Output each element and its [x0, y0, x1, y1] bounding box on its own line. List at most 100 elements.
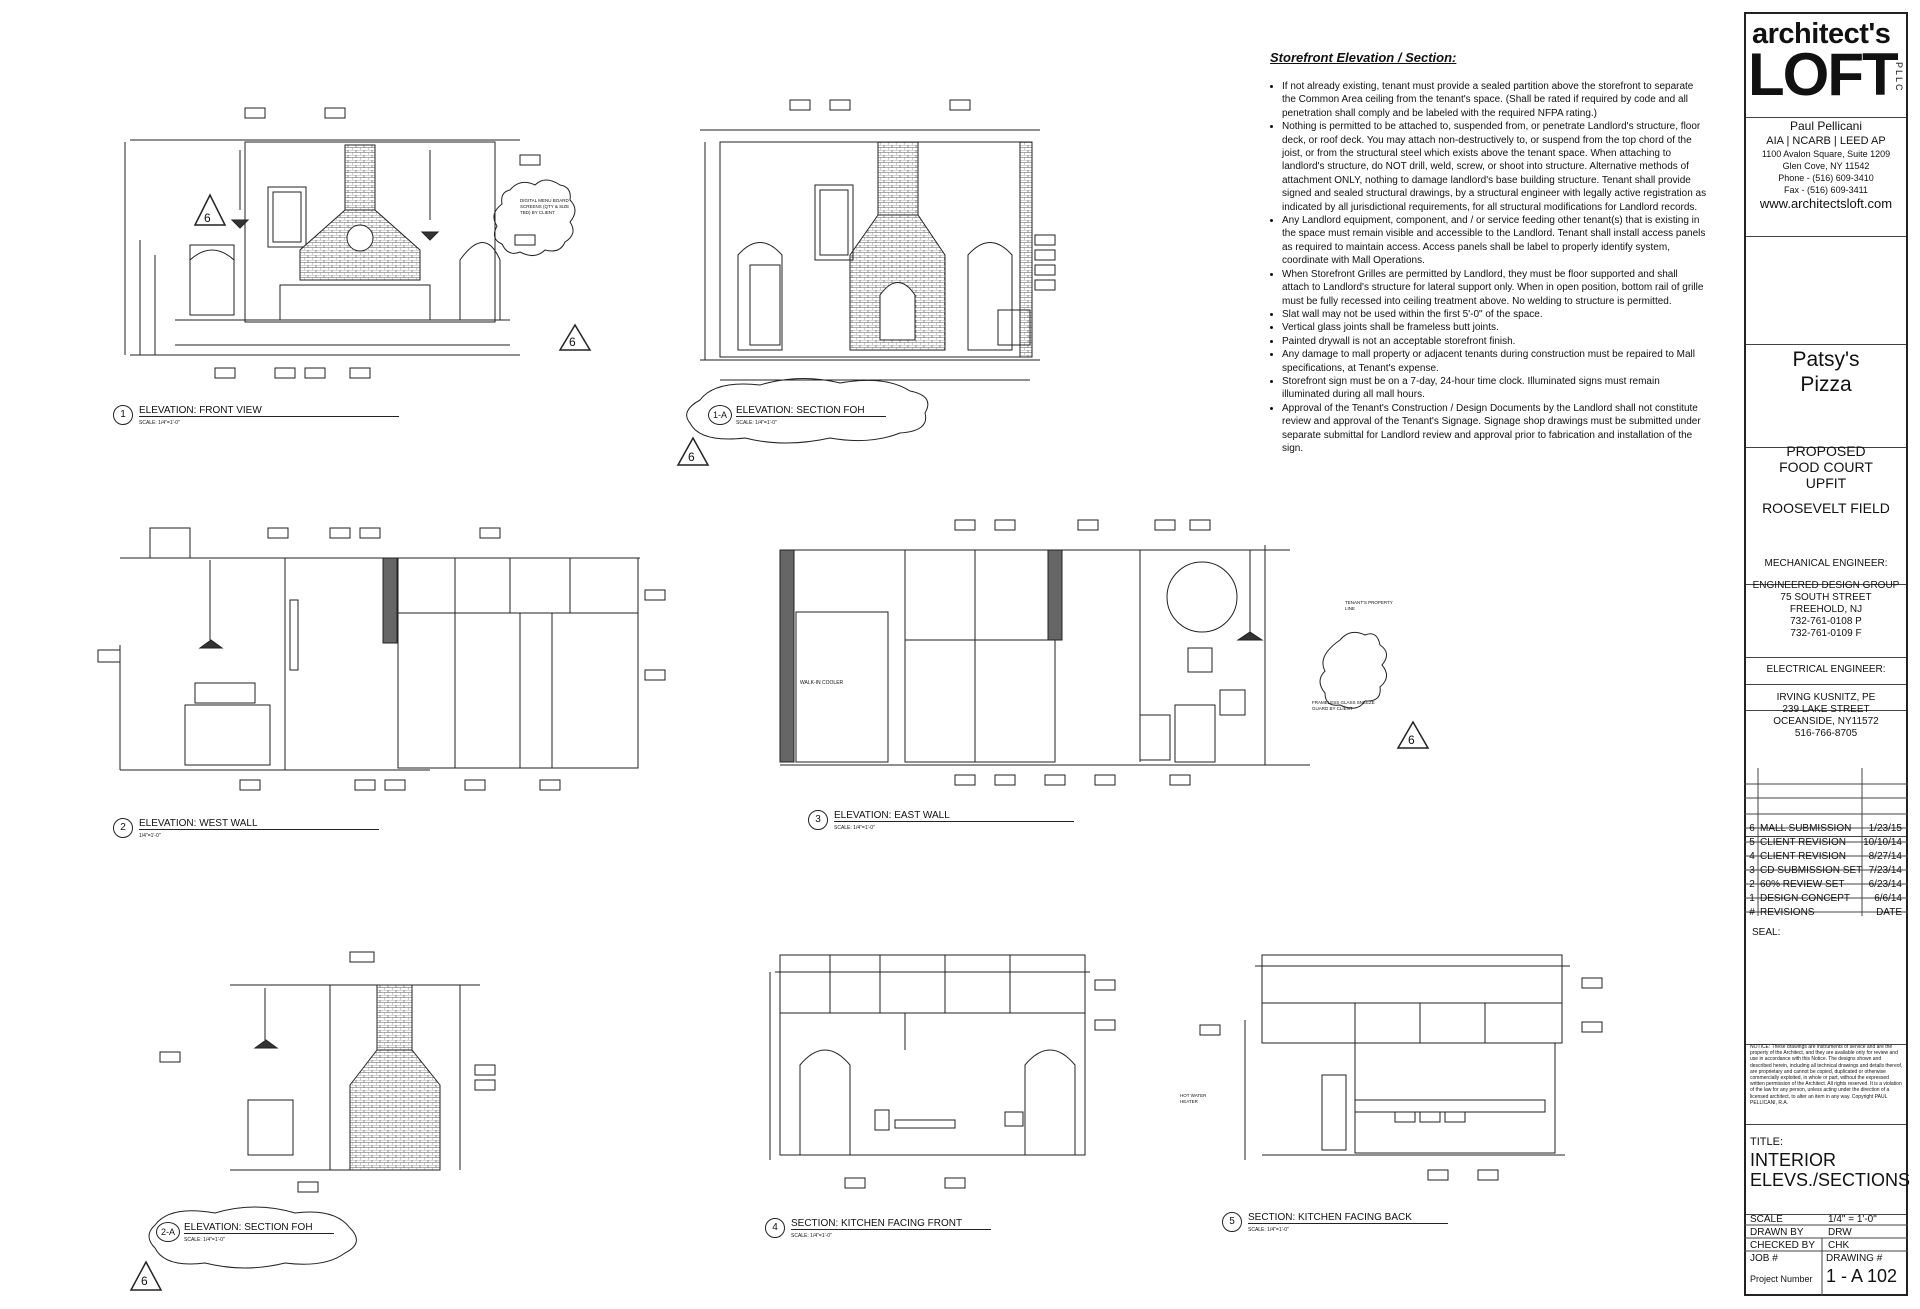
drawn-by-label: DRAWN BY	[1750, 1227, 1804, 1238]
elec-engineer-name: IRVING KUSNITZ, PE	[1776, 692, 1876, 703]
revision-tag: 6	[569, 335, 576, 349]
logo-pllc: PLLC	[1894, 62, 1904, 93]
note-item: Storefront sign must be on a 7-day, 24-h…	[1282, 375, 1707, 402]
architect-credentials: AIA | NCARB | LEED AP	[1766, 135, 1886, 147]
drawing-number-bubble: 2	[113, 818, 133, 838]
project-location: ROOSEVELT FIELD	[1762, 500, 1890, 516]
mech-engineer-address-2: FREEHOLD, NJ	[1789, 604, 1863, 615]
project-desc-1: PROPOSED	[1786, 443, 1866, 459]
walk-in-cooler-note: WALK-IN COOLER	[800, 680, 844, 686]
storefront-notes-list: If not already existing, tenant must pro…	[1268, 80, 1707, 455]
drawing-title: SECTION: KITCHEN FACING FRONT	[791, 1218, 991, 1230]
elec-engineer-address-2: OCEANSIDE, NY11572	[1773, 716, 1879, 727]
project-name-line-1: Patsy's	[1792, 348, 1860, 371]
drawing-5-linework	[1199, 954, 1603, 1181]
title-block	[1744, 12, 1908, 1296]
drawing-scale: 1/4"=1'-0"	[139, 833, 161, 839]
copyright-notice: NOTICE: These drawings are instruments o…	[1750, 1044, 1903, 1106]
architect-website: www.architectsloft.com	[1759, 196, 1893, 211]
elec-engineer-phone: 516-766-8705	[1794, 728, 1858, 739]
sneeze-guard-note: FRAMELESS GLASS SNEEZE GUARD BY CLIENT	[1312, 700, 1375, 711]
drawing-1-linework	[124, 107, 592, 379]
project-name-line-2: Pizza	[1800, 373, 1852, 396]
drawing-title: ELEVATION: EAST WALL	[834, 810, 1074, 822]
mech-engineer-phone: 732-761-0108 P	[1790, 616, 1862, 627]
note-item: Vertical glass joints shall be frameless…	[1282, 321, 1707, 334]
sheet-info-grid	[1744, 1224, 1908, 1296]
drawing-3-linework	[779, 519, 1430, 786]
drawing-title: SECTION: KITCHEN FACING BACK	[1248, 1212, 1448, 1224]
sheet-title-line-1: INTERIOR	[1750, 1150, 1837, 1170]
drawing-number-label: DRAWING #	[1826, 1253, 1883, 1264]
note-item: Nothing is permitted to be attached to, …	[1282, 120, 1707, 214]
note-item: Approval of the Tenant's Construction / …	[1282, 402, 1707, 456]
seal-label: SEAL:	[1752, 927, 1781, 938]
sheet-title-line-2: ELEVS./SECTIONS	[1750, 1170, 1911, 1190]
logo-loft: LOFT	[1748, 41, 1899, 108]
drawing-2-linework	[97, 527, 666, 791]
mech-engineer-label: MECHANICAL ENGINEER:	[1764, 558, 1888, 569]
elec-engineer-label: ELECTRICAL ENGINEER:	[1766, 664, 1886, 675]
architect-address-1: 1100 Avalon Square, Suite 1209	[1761, 149, 1891, 159]
drawing-scale: SCALE: 1/4"=1'-0"	[1248, 1227, 1289, 1233]
drawing-number-bubble: 4	[765, 1218, 785, 1238]
revision-tag: 6	[1408, 733, 1415, 747]
mech-engineer-name: ENGINEERED DESIGN GROUP	[1752, 580, 1900, 591]
elec-engineer-address-1: 239 LAKE STREET	[1782, 704, 1870, 715]
project-number-label: Project Number	[1750, 1274, 1813, 1284]
architect-name: Paul Pellicani	[1789, 119, 1863, 133]
drawing-number-bubble: 1	[113, 405, 133, 425]
checked-by-value: CHK	[1828, 1240, 1850, 1251]
scale-value: 1/4" = 1'-0"	[1828, 1214, 1877, 1225]
project-desc-3: UPFIT	[1805, 475, 1847, 491]
scale-label: SCALE	[1750, 1214, 1783, 1225]
mech-engineer-fax: 732-761-0109 F	[1790, 628, 1862, 639]
revision-tag: 6	[688, 450, 695, 464]
revision-tag: 6	[141, 1274, 148, 1288]
drawing-scale: SCALE: 1/4"=1'-0"	[139, 420, 180, 426]
drawing-title: ELEVATION: FRONT VIEW	[139, 405, 399, 417]
drawing-title: ELEVATION: WEST WALL	[139, 818, 379, 830]
drawing-4-linework	[769, 954, 1116, 1189]
job-number-label: JOB #	[1750, 1253, 1778, 1264]
architect-address-2: Glen Cove, NY 11542	[1782, 161, 1870, 171]
revision-grid	[1744, 768, 1908, 916]
drawing-number-bubble: 5	[1222, 1212, 1242, 1232]
project-desc-2: FOOD COURT	[1779, 459, 1873, 475]
drawing-title: ELEVATION: SECTION FOH	[184, 1222, 334, 1234]
note-item: Painted drywall is not an acceptable sto…	[1282, 335, 1707, 348]
logo-architects: architect's	[1752, 18, 1891, 50]
menu-board-note: DIGITAL MENU BOARD SCREENS (QTY & SIZE T…	[520, 198, 570, 215]
note-item: Any damage to mall property or adjacent …	[1282, 348, 1707, 375]
revision-tag: 6	[204, 211, 211, 225]
drawing-number-bubble: 1-A	[708, 405, 732, 425]
note-item: If not already existing, tenant must pro…	[1282, 80, 1707, 120]
note-item: Any Landlord equipment, component, and /…	[1282, 214, 1707, 268]
architect-phone: Phone - (516) 609-3410	[1778, 173, 1874, 183]
drawing-scale: SCALE: 1/4"=1'-0"	[834, 825, 875, 831]
drawing-2a-linework	[129, 951, 496, 1291]
note-item: When Storefront Grilles are permitted by…	[1282, 268, 1707, 308]
architect-fax: Fax - (516) 609-3411	[1784, 185, 1868, 195]
mech-engineer-address-1: 75 SOUTH STREET	[1780, 592, 1872, 603]
drawing-scale: SCALE: 1/4"=1'-0"	[791, 1233, 832, 1239]
drawing-number-bubble: 3	[808, 810, 828, 830]
water-heater-note: HOT WATER HEATER	[1180, 1093, 1207, 1104]
notes-title: Storefront Elevation / Section:	[1270, 50, 1457, 65]
drawing-1a-linework	[676, 99, 1056, 466]
drawn-by-value: DRW	[1828, 1227, 1852, 1238]
title-label: TITLE:	[1750, 1136, 1784, 1148]
drawing-title: ELEVATION: SECTION FOH	[736, 405, 886, 417]
property-line-note: TENANT'S PROPERTY LINE	[1345, 600, 1393, 611]
drawing-number-bubble: 2-A	[156, 1222, 180, 1242]
note-item: Slat wall may not be used within the fir…	[1282, 308, 1707, 321]
checked-by-label: CHECKED BY	[1750, 1240, 1816, 1251]
